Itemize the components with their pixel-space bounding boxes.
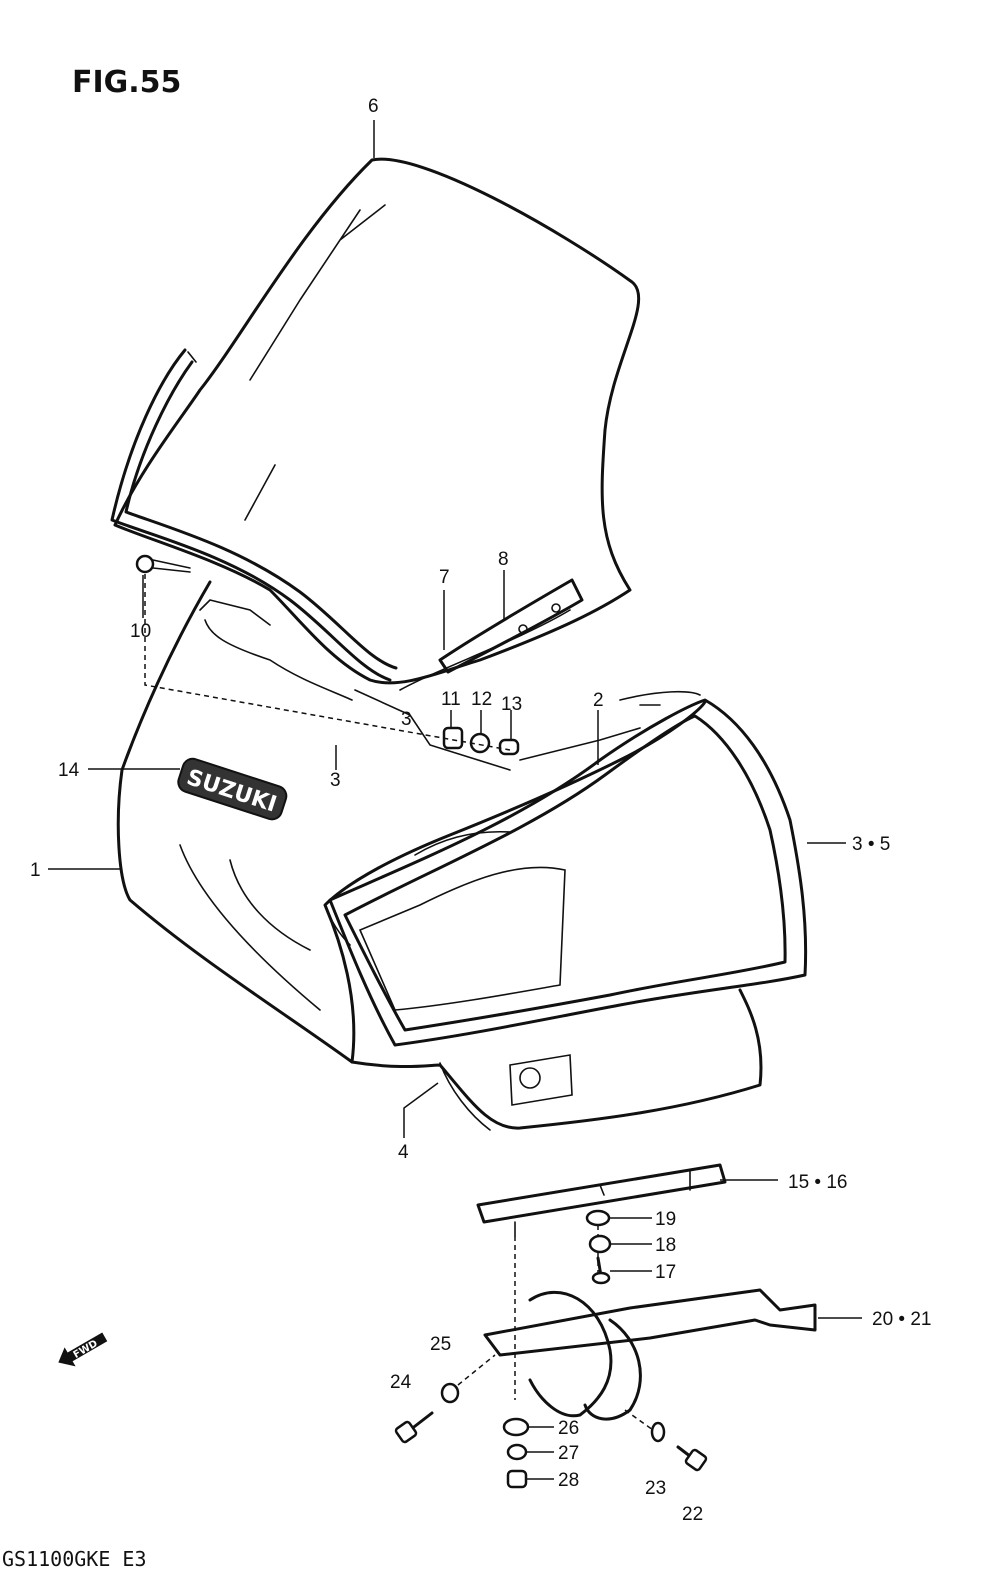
fairing-body-part-1 <box>116 580 763 1130</box>
callout-3-upper: 3 <box>401 709 412 730</box>
headlight-lens-part-2 <box>519 690 701 761</box>
callout-24: 24 <box>390 1372 412 1393</box>
line-24-25 <box>457 1354 496 1386</box>
figure-title: FIG.55 <box>72 65 181 100</box>
callout-22: 22 <box>682 1504 703 1525</box>
windscreen-part-6 <box>113 157 641 685</box>
stay-bracket-part-20-21 <box>483 1288 817 1421</box>
suzuki-emblem-part-14: SUZUKI <box>177 757 288 821</box>
callout-27: 27 <box>558 1443 579 1464</box>
nut-part-18 <box>588 1234 612 1254</box>
callout-3-5: 3 • 5 <box>852 834 890 855</box>
callout-2: 2 <box>593 690 604 711</box>
callout-25: 25 <box>430 1334 451 1355</box>
bolt-part-24 <box>394 1411 434 1444</box>
callout-8: 8 <box>498 549 509 570</box>
callout-14: 14 <box>58 760 80 781</box>
washer-part-23 <box>650 1421 666 1443</box>
windscreen-bracket-part-8 <box>438 578 584 674</box>
callout-6: 6 <box>368 96 379 117</box>
line-22-23 <box>624 1409 661 1436</box>
callout-26: 26 <box>558 1418 579 1439</box>
forward-label: FWD <box>72 1338 100 1361</box>
callout-10: 10 <box>130 621 151 642</box>
washer-part-19 <box>585 1209 611 1227</box>
upper-bracket-part-15-16 <box>476 1163 727 1237</box>
callout-3-lower: 3 <box>330 770 341 791</box>
nut-part-13 <box>498 738 520 756</box>
callout-7: 7 <box>439 567 450 588</box>
callout-1: 1 <box>30 860 41 881</box>
cushion-part-26 <box>502 1417 530 1437</box>
headlight-frame-part-3-5 <box>328 698 808 1047</box>
callout-28: 28 <box>558 1470 579 1491</box>
nut-part-28 <box>506 1469 528 1489</box>
callout-12: 12 <box>471 689 492 710</box>
callout-19: 19 <box>655 1209 676 1230</box>
assembly-line-10 <box>144 574 511 751</box>
leader-lines <box>48 120 862 1480</box>
seal-part-3 <box>354 689 511 771</box>
callout-11: 11 <box>441 689 461 710</box>
washer-part-27 <box>506 1443 528 1461</box>
callout-18: 18 <box>655 1235 676 1256</box>
mounting-hardware-parts-11-13 <box>442 726 520 756</box>
model-code: GS1100GKE E3 <box>2 1547 147 1571</box>
windscreen-molding-part-7 <box>110 348 571 691</box>
washer-part-25 <box>440 1382 460 1404</box>
callout-17: 17 <box>655 1262 676 1283</box>
callout-15-16: 15 • 16 <box>788 1172 847 1193</box>
bolt-part-17 <box>591 1256 611 1285</box>
bolt-part-22 <box>676 1445 708 1472</box>
lower-panel-part-4 <box>439 1062 491 1131</box>
callout-4: 4 <box>398 1142 409 1163</box>
callout-23: 23 <box>645 1478 666 1499</box>
callout-13: 13 <box>501 694 522 715</box>
forward-direction-icon: FWD <box>58 1332 108 1367</box>
callout-20-21: 20 • 21 <box>872 1309 931 1330</box>
screw-part-10 <box>135 554 191 574</box>
